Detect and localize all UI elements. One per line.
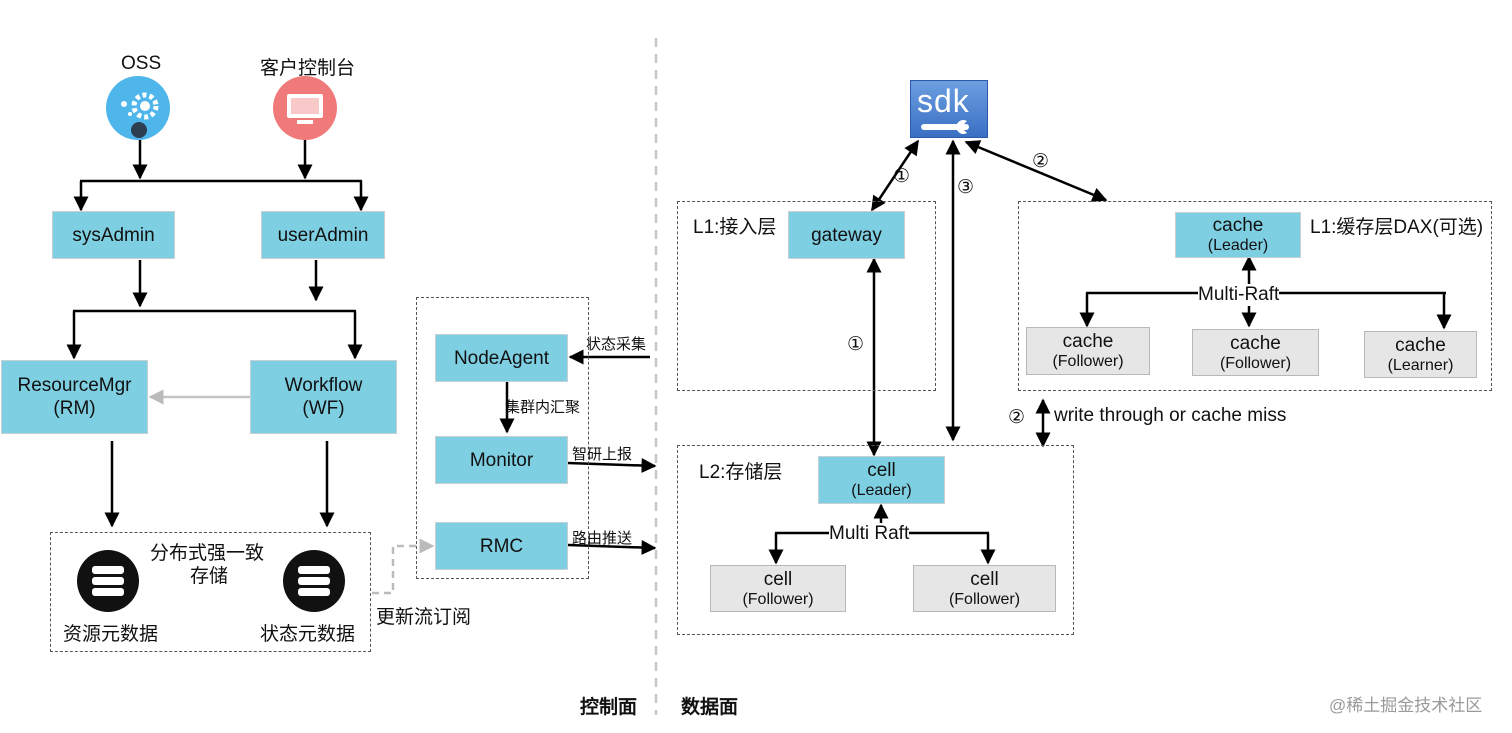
cache-follower-2-title: cache (1230, 332, 1281, 354)
stream-subscribe-label: 更新流订阅 (376, 607, 472, 628)
cache-follower-2-box: cache (Follower) (1192, 329, 1319, 376)
cache-layer-container (1018, 201, 1492, 391)
step-3-label: ③ (957, 177, 975, 198)
cell-follower-2-title: cell (970, 568, 999, 590)
useradmin-box: userAdmin (261, 211, 385, 259)
cell-follower-2-role: (Follower) (948, 590, 1021, 608)
sysadmin-label: sysAdmin (72, 224, 155, 246)
cache-learner-box: cache (Learner) (1364, 331, 1477, 378)
cache-follower-2-role: (Follower) (1219, 354, 1292, 372)
sdk-wrench-icon: sdk (910, 80, 988, 138)
storage-title-line2: 存储 (190, 566, 229, 587)
state-metadata-label: 状态元数据 (260, 624, 356, 645)
cell-follower-2-box: cell (Follower) (913, 565, 1056, 612)
control-plane-label: 控制面 (580, 697, 638, 718)
access-layer-label: L1:接入层 (693, 217, 777, 238)
sysadmin-box: sysAdmin (52, 211, 175, 259)
access-layer-container (677, 201, 936, 391)
gateway-label: gateway (811, 224, 882, 246)
resourcemgr-label: ResourceMgr (17, 375, 132, 396)
cache-follower-1-title: cache (1062, 331, 1114, 352)
nodeagent-box: NodeAgent (435, 334, 568, 382)
cache-layer-label: L1:缓存层DAX(可选) (1310, 217, 1484, 238)
storage-container (50, 532, 371, 652)
resourcemgr-abbr: (RM) (53, 398, 96, 419)
cache-learner-title: cache (1395, 334, 1446, 356)
oss-label: OSS (121, 53, 162, 74)
console-label: 客户控制台 (260, 58, 356, 79)
data-plane-label: 数据面 (681, 697, 739, 718)
resource-metadata-label: 资源元数据 (63, 624, 159, 645)
cache-follower-1-role: (Follower) (1052, 353, 1124, 370)
cache-follower-1-box: cache (Follower) (1026, 327, 1150, 375)
step-1-label-mid: ① (847, 334, 865, 355)
state-collect-label: 状态采集 (586, 336, 647, 353)
storage-layer-label: L2:存储层 (699, 462, 783, 483)
gateway-box: gateway (788, 211, 905, 259)
workflow-abbr: (WF) (302, 398, 345, 419)
cache-leader-role: (Leader) (1207, 236, 1269, 254)
sdk-label: sdk (917, 83, 970, 119)
resourcemgr-box: ResourceMgr (RM) (1, 360, 148, 434)
monitor-label: Monitor (469, 449, 534, 471)
cell-multiraft-label: Multi Raft (829, 523, 910, 545)
cell-follower-1-box: cell (Follower) (710, 565, 846, 612)
cell-leader-box: cell (Leader) (818, 456, 945, 504)
workflow-label: Workflow (284, 375, 363, 396)
cluster-aggregate-label: 集群内汇聚 (505, 399, 581, 416)
rmc-label: RMC (479, 535, 524, 557)
cache-leader-title: cache (1212, 214, 1264, 236)
cell-follower-1-title: cell (763, 568, 793, 590)
cache-learner-role: (Learner) (1387, 356, 1454, 374)
cell-leader-role: (Leader) (851, 482, 912, 499)
rmc-box: RMC (435, 522, 568, 570)
oss-gear-icon (106, 76, 170, 140)
agent-container (416, 297, 589, 579)
console-monitor-icon (273, 76, 337, 140)
useradmin-label: userAdmin (277, 224, 369, 246)
storage-title-line1: 分布式强一致 (150, 543, 265, 564)
write-through-label: write through or cache miss (1054, 405, 1287, 426)
step-2-label-mid: ② (1008, 407, 1026, 428)
cell-follower-1-role: (Follower) (742, 590, 814, 608)
step-2-label-top: ② (1032, 151, 1050, 172)
cache-leader-box: cache (Leader) (1175, 212, 1301, 258)
cell-leader-title: cell (867, 460, 896, 481)
state-database-icon (283, 550, 345, 612)
monitor-box: Monitor (435, 436, 568, 484)
storage-layer-container (677, 445, 1074, 635)
report-label: 智研上报 (572, 446, 633, 463)
watermark: @稀土掘金技术社区 (1329, 696, 1483, 715)
cache-multiraft-label: Multi-Raft (1198, 284, 1280, 306)
workflow-box: Workflow (WF) (250, 360, 397, 434)
step-1-label-top: ① (893, 166, 911, 187)
nodeagent-label: NodeAgent (453, 347, 550, 369)
resource-database-icon (77, 550, 139, 612)
route-push-label: 路由推送 (572, 530, 633, 547)
